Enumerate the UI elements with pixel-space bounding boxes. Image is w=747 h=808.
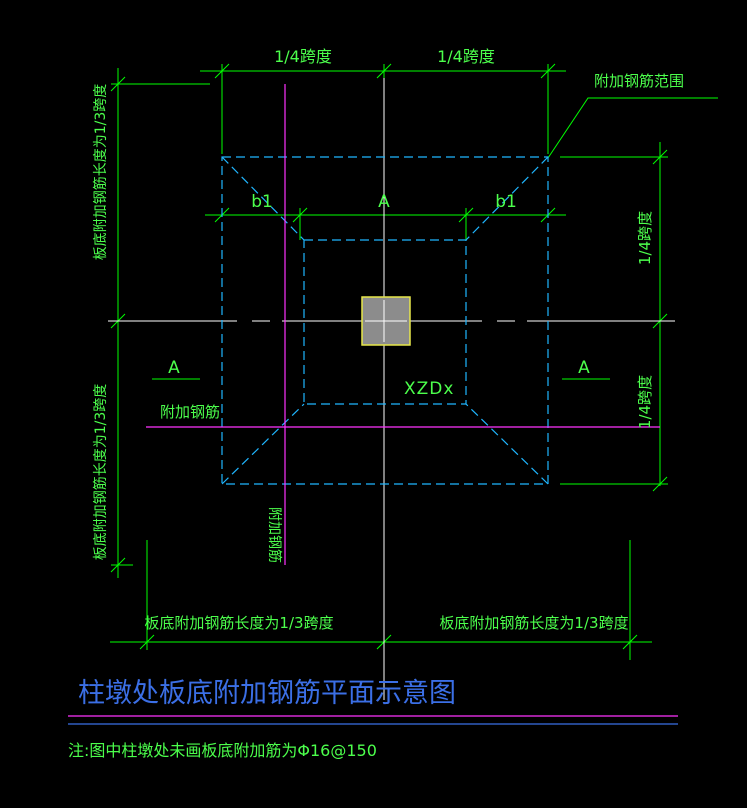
rebar-lines bbox=[146, 84, 660, 565]
section-left-label: A bbox=[168, 358, 180, 378]
tick-right-3 bbox=[652, 476, 668, 492]
dim-right-top-label: 1/4跨度 bbox=[636, 211, 654, 265]
outer-dashed-rect bbox=[221, 156, 549, 485]
range-leader bbox=[547, 97, 718, 159]
dim-bottom-right-label: 板底附加钢筋长度为1/3跨度 bbox=[439, 614, 628, 632]
tick-left-3 bbox=[110, 557, 126, 573]
diag-bottom-left bbox=[221, 403, 305, 485]
tick-bottom-1 bbox=[139, 634, 155, 650]
rebar-horizontal-label: 附加钢筋 bbox=[160, 403, 220, 421]
inner-dashed-rect bbox=[303, 239, 467, 405]
drawing-note: 注:图中柱墩处未画板底附加筋为Φ16@150 bbox=[68, 741, 377, 760]
a-center-label: A bbox=[378, 192, 390, 212]
diag-top-right bbox=[465, 156, 549, 241]
range-label: 附加钢筋范围 bbox=[594, 72, 684, 90]
section-right-label: A bbox=[578, 358, 590, 378]
column-code-label: XZDx bbox=[404, 379, 454, 399]
pier-outline bbox=[221, 156, 549, 485]
tick-b1-3 bbox=[458, 207, 474, 223]
dim-top-right-label: 1/4跨度 bbox=[437, 47, 495, 66]
tick-bottom-3 bbox=[622, 634, 638, 650]
b1-left-label: b1 bbox=[251, 192, 273, 212]
tick-top-right bbox=[540, 63, 556, 79]
b1-right-label: b1 bbox=[495, 192, 517, 212]
dim-left-bottom-label: 板底附加钢筋长度为1/3跨度 bbox=[92, 384, 109, 561]
tick-b1-2 bbox=[292, 207, 308, 223]
tick-left-1 bbox=[110, 76, 126, 92]
diag-top-left bbox=[221, 156, 305, 241]
dim-bottom-left-label: 板底附加钢筋长度为1/3跨度 bbox=[144, 614, 333, 632]
dim-top-left-label: 1/4跨度 bbox=[274, 47, 332, 66]
rebar-vertical-label: 附加钢筋 bbox=[266, 507, 283, 563]
dim-right-bottom-label: 1/4跨度 bbox=[636, 375, 654, 429]
dim-left-top-label: 板底附加钢筋长度为1/3跨度 bbox=[92, 84, 109, 261]
center-lines bbox=[108, 78, 675, 700]
diag-bottom-right bbox=[465, 403, 549, 485]
tick-top-left bbox=[214, 63, 230, 79]
tick-top-mid bbox=[376, 63, 392, 79]
tick-right-1 bbox=[652, 149, 668, 165]
drawing-title: 柱墩处板底附加钢筋平面示意图 bbox=[78, 678, 456, 709]
